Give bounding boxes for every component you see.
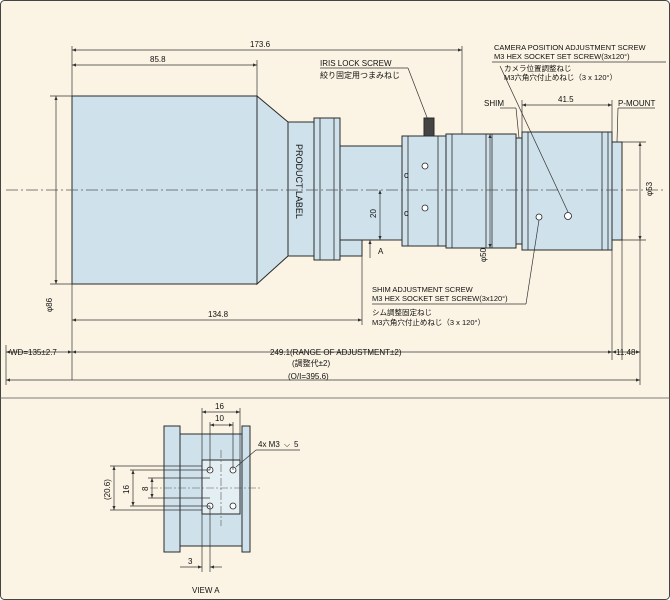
hole-1 — [421, 162, 429, 170]
view-a-drawing — [163, 425, 251, 553]
dim-85-8: 85.8 — [150, 55, 166, 64]
hole-2 — [421, 204, 429, 212]
iris-ring — [401, 135, 447, 247]
shim-screw — [535, 213, 543, 221]
dim-phi50: φ50 — [479, 247, 488, 262]
view-a-dim-3: 3 — [188, 557, 193, 566]
lens-detail-lines — [319, 118, 609, 260]
view-a-left-flange — [163, 425, 181, 553]
lens-side-view — [71, 94, 623, 286]
dim-phi53: φ53 — [645, 181, 654, 196]
neck-step — [339, 239, 363, 257]
camera-pos-callout-jp2: M3六角穴付止めねじ（3 x 120°） — [504, 72, 617, 82]
shim-adj-callout-jp: シム調整固定ねじ — [372, 307, 432, 317]
view-a-right-flange — [241, 425, 251, 553]
view-a-dim-8: 8 — [141, 486, 150, 491]
dim-41-5: 41.5 — [558, 95, 574, 104]
camera-pos-callout: CAMERA POSITION ADJUSTMENT SCREW — [494, 43, 646, 52]
view-a-dim-20-6: (20.6) — [103, 479, 112, 500]
product-label-text: PRODUCT LABEL — [294, 144, 304, 219]
p-mount-callout: P-MOUNT — [618, 99, 655, 108]
marker-c2: c — [404, 208, 409, 218]
p-mount-flange — [611, 141, 623, 241]
view-a-dim-16: 16 — [215, 402, 224, 411]
shim-callout: SHIM — [484, 99, 504, 108]
dim-wd: WD=135±2.7 — [10, 348, 57, 357]
dim-adjust-range: 249.1(RANGE OF ADJUSTMENT±2) — [270, 348, 402, 357]
dim-adjust-range-jp: (調整代±2) — [292, 358, 331, 368]
iris-lock-knob — [423, 117, 435, 137]
lens-neck — [339, 145, 403, 241]
focus-ring — [445, 133, 517, 249]
view-a-dim-10: 10 — [215, 414, 224, 423]
view-a-thread-label: 4x M3 — [258, 440, 280, 449]
shim-adj-callout-2: M3 HEX SOCKET SET SCREW(3x120°) — [372, 294, 508, 303]
view-a-dim-16-v: 16 — [122, 485, 131, 494]
dim-20: 20 — [369, 209, 378, 218]
product-label-section — [287, 121, 315, 257]
dim-11-48: 11.48 — [616, 348, 636, 357]
marker-c1: c — [404, 170, 409, 180]
shim-adj-callout-jp2: M3六角穴付止めねじ（3 x 120°） — [372, 317, 485, 327]
lens-ring-1 — [313, 117, 341, 261]
shim-ring — [515, 137, 523, 245]
view-a-title: VIEW A — [192, 586, 220, 595]
iris-lock-callout-jp: 絞り固定用つまみねじ — [320, 70, 400, 80]
shim-adj-callout: SHIM ADJUSTMENT SCREW — [372, 285, 474, 294]
view-a-thread-depth: 5 — [294, 440, 299, 449]
camera-pos-callout-jp: カメラ位置調整ねじ — [504, 63, 572, 73]
view-a-depth-symbol: ⌵ — [284, 440, 290, 449]
camera-pos-callout-2: M3 HEX SOCKET SET SCREW(3x120°) — [494, 52, 630, 61]
dim-173-6: 173.6 — [250, 40, 271, 49]
dim-134-8: 134.8 — [208, 310, 229, 319]
arrow-a-label: A — [378, 247, 384, 256]
dim-oi: (O/I=395.6) — [288, 372, 329, 381]
camera-screw — [564, 212, 572, 220]
camera-adapter — [521, 131, 613, 251]
iris-lock-callout: IRIS LOCK SCREW — [320, 59, 392, 68]
dim-phi86: φ86 — [45, 297, 54, 312]
